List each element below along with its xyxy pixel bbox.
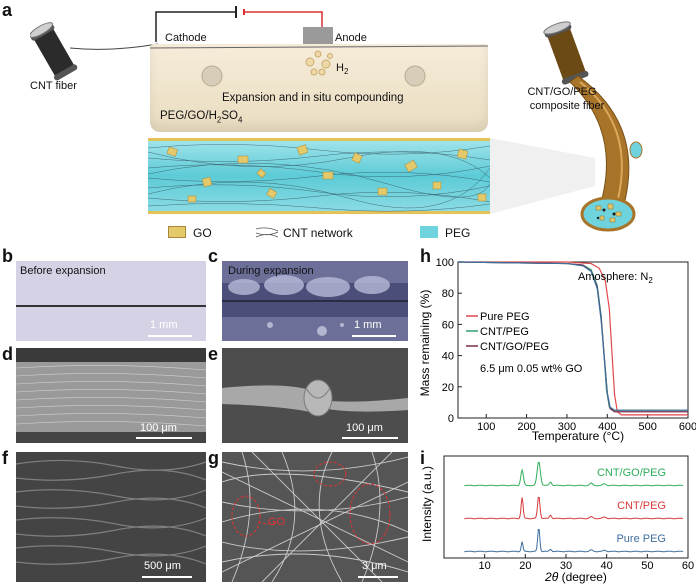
scale-bar-g bbox=[358, 576, 398, 578]
go-annotation: GO bbox=[268, 516, 286, 528]
panel-h-label: h bbox=[420, 246, 431, 266]
optical-image-before-expansion: Before expansion 1 mm bbox=[16, 261, 206, 341]
xrd-x-tick-label: 10 bbox=[479, 560, 491, 572]
tga-legend-label: CNT/GO/PEG bbox=[480, 341, 549, 353]
circuit-lines bbox=[155, 6, 323, 42]
h2-label: H2 bbox=[336, 62, 349, 77]
sem-image-network: GO 3 μm bbox=[222, 452, 408, 582]
xrd-chart: 10 20 30 40 50 60 CNT/GO/PEG CNT/PEG Pure PEG In… bbox=[420, 455, 694, 584]
tga-plot-frame bbox=[457, 261, 689, 419]
scale-bar-f bbox=[142, 576, 192, 578]
scale-bar-e bbox=[342, 437, 398, 439]
xrd-series-label-1: CNT/PEG bbox=[617, 500, 666, 512]
peg-legend-label: PEG bbox=[445, 226, 471, 240]
scale-bar-f-text: 500 μm bbox=[144, 560, 181, 572]
scale-bar-d bbox=[136, 437, 192, 439]
tga-x-tick-label: 100 bbox=[477, 421, 495, 433]
anode-electrode bbox=[303, 27, 333, 45]
sem-image-before-expansion: 100 μm bbox=[16, 348, 206, 443]
go-legend-label: GO bbox=[193, 226, 212, 240]
panel-c-label: c bbox=[208, 246, 219, 266]
tga-x-tick-label: 500 bbox=[638, 421, 656, 433]
panel-g-label: g bbox=[208, 448, 219, 468]
tga-legend-label: CNT/PEG bbox=[480, 326, 529, 338]
tga-x-tick-label: 300 bbox=[558, 421, 576, 433]
anode-label: Anode bbox=[335, 32, 367, 44]
xrd-x-tick-label: 50 bbox=[641, 560, 653, 572]
xrd-x-tick-label: 30 bbox=[560, 560, 572, 572]
tga-y-tick-label: 80 bbox=[442, 288, 454, 300]
panel-i-label: i bbox=[420, 448, 426, 468]
cathode-label: Cathode bbox=[165, 32, 207, 44]
tga-series-line-0 bbox=[458, 261, 688, 416]
panel-e-label: e bbox=[208, 344, 219, 364]
tga-y-axis-label: Mass remaining (%) bbox=[418, 290, 432, 397]
tga-y-tick-label: 100 bbox=[436, 257, 454, 269]
panel-f-label: f bbox=[2, 448, 8, 468]
composite-fiber-illustration bbox=[543, 21, 643, 232]
scale-bar-g-text: 3 μm bbox=[362, 560, 387, 572]
xrd-series-line-1 bbox=[464, 496, 684, 520]
tga-x-axis-label: Temperature (°C) bbox=[532, 429, 624, 443]
xrd-x-tick-label: 40 bbox=[601, 560, 613, 572]
cnt-fiber-line bbox=[16, 305, 206, 307]
xrd-series-line-0 bbox=[464, 461, 684, 487]
scale-bar-c-text: 1 mm bbox=[354, 319, 382, 331]
cnt-fiber-label: CNT fiber bbox=[30, 80, 77, 92]
tga-series-line-3 bbox=[457, 261, 688, 411]
panel-b-label: b bbox=[2, 246, 13, 266]
tga-atmosphere-annotation: Amosphere: N2 bbox=[578, 271, 653, 285]
xrd-y-axis-label: Intensity (a.u.) bbox=[420, 466, 434, 542]
go-legend-swatch bbox=[168, 226, 186, 238]
xrd-x-axis-label: 2θ (degree) bbox=[544, 570, 607, 584]
cnt-network-legend-label: CNT network bbox=[283, 226, 353, 240]
tga-sample-note: 6.5 μm 0.05 wt% GO bbox=[480, 363, 583, 375]
tga-chart: 100 200 300 400 500 600 0 20 40 60 80 100 Mass rema… bbox=[418, 257, 696, 443]
panel-d-label: d bbox=[2, 344, 13, 364]
composite-fiber-label-2: composite fiber bbox=[529, 100, 605, 112]
tga-legend-label: Pure PEG bbox=[480, 311, 530, 323]
cnt-network-legend-icon bbox=[256, 227, 278, 238]
scale-bar-d-text: 100 μm bbox=[140, 422, 177, 434]
bath-contents bbox=[150, 45, 488, 87]
scale-bar-c bbox=[352, 335, 396, 337]
sem-image-surface: 500 μm bbox=[16, 452, 206, 582]
tga-x-tick-label: 600 bbox=[679, 421, 696, 433]
xrd-series-line-2 bbox=[464, 528, 684, 553]
sem-image-knot: 100 μm bbox=[222, 348, 408, 443]
tga-y-tick-label: 60 bbox=[442, 319, 454, 331]
fiber-wire bbox=[70, 43, 159, 50]
xrd-series-label-2: Pure PEG bbox=[616, 533, 666, 545]
tga-y-tick-label: 0 bbox=[448, 413, 454, 425]
cnt-network-mesh bbox=[148, 144, 490, 212]
xrd-x-tick-label: 20 bbox=[519, 560, 531, 572]
optical-image-during-expansion: During expansion 1 mm bbox=[222, 261, 408, 341]
electrolyte-label: PEG/GO/H2SO4 bbox=[160, 110, 243, 125]
composite-fiber-label-1: CNT/GO/PEG bbox=[527, 86, 597, 98]
tga-y-tick-label: 40 bbox=[442, 351, 454, 363]
electrolyte-bath bbox=[150, 44, 488, 132]
tga-x-tick-label: 200 bbox=[517, 421, 535, 433]
magnification-cone bbox=[490, 138, 595, 214]
cnt-fiber-spool-icon bbox=[30, 22, 78, 81]
scale-bar-e-text: 100 μm bbox=[346, 422, 383, 434]
scale-bar-b-text: 1 mm bbox=[150, 319, 178, 331]
before-expansion-caption: Before expansion bbox=[20, 265, 106, 277]
xrd-x-tick-label: 60 bbox=[682, 560, 694, 572]
peg-legend-swatch bbox=[420, 226, 438, 238]
xrd-series-label-0: CNT/GO/PEG bbox=[597, 467, 666, 479]
scale-bar-b bbox=[148, 335, 192, 337]
tga-x-tick-label: 400 bbox=[598, 421, 616, 433]
during-expansion-caption: During expansion bbox=[228, 265, 314, 277]
panel-a-label: a bbox=[2, 0, 13, 20]
process-label: Expansion and in situ compounding bbox=[222, 92, 404, 104]
tga-y-tick-label: 20 bbox=[442, 382, 454, 394]
